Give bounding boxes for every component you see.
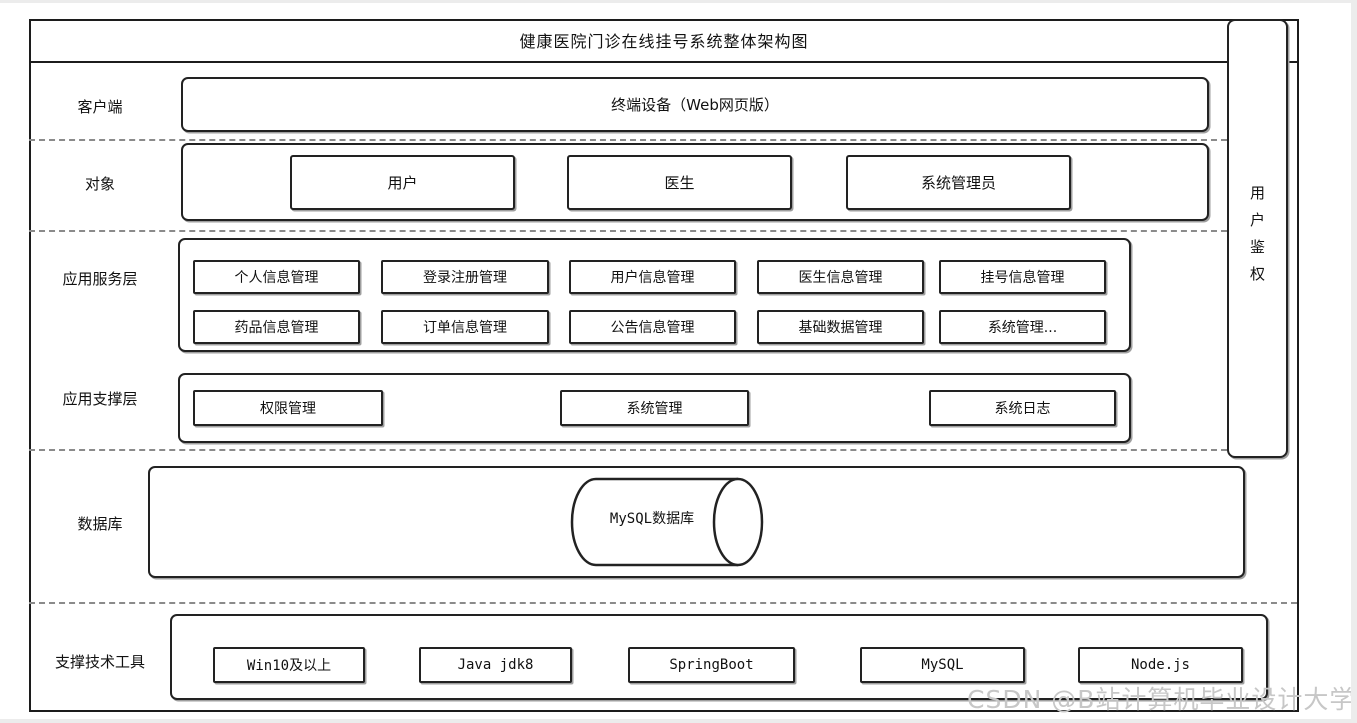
row-label-tools: 支撑技术工具 [54,653,145,671]
service-box: 系统管理... [939,310,1106,344]
service-box: 个人信息管理 [193,260,360,294]
diagram-frame [29,19,1299,712]
divider-client-object [29,139,1227,141]
divider-database-tools [29,602,1297,604]
service-box: 基础数据管理 [757,310,924,344]
object-box-user: 用户 [290,155,515,210]
divider-object-services [29,230,1227,232]
watermark-text: CSDN @B站计算机毕业设计大学 [967,685,1356,714]
service-box: 登录注册管理 [381,260,549,294]
support-box-log: 系统日志 [929,390,1116,426]
database-cylinder-label: MySQL数据库 [609,511,695,527]
tool-box-win10: Win10及以上 [213,647,365,683]
service-box: 公告信息管理 [569,310,736,344]
object-box-doctor: 医生 [567,155,792,210]
support-box-permission: 权限管理 [193,390,383,426]
service-box: 医生信息管理 [757,260,924,294]
service-box: 药品信息管理 [193,310,360,344]
edge-strip-top [0,0,1357,3]
diagram-title: 健康医院门诊在线挂号系统整体架构图 [29,19,1299,63]
object-box-admin: 系统管理员 [846,155,1071,210]
user-auth-strip: 用户鉴权 [1227,19,1288,458]
row-label-support: 应用支撑层 [62,390,138,408]
row-label-database: 数据库 [77,515,123,533]
tool-box-java: Java jdk8 [419,647,572,683]
row-label-client: 客户端 [77,98,123,116]
edge-strip-right [1351,0,1357,723]
tool-box-mysql: MySQL [860,647,1025,683]
service-box: 用户信息管理 [569,260,736,294]
row-label-objects: 对象 [84,175,115,193]
service-box: 挂号信息管理 [939,260,1106,294]
row-label-services: 应用服务层 [62,270,138,288]
service-box: 订单信息管理 [381,310,549,344]
database-cylinder-icon [566,475,766,575]
edge-strip-bottom [0,719,1357,723]
tool-box-nodejs: Node.js [1078,647,1243,683]
divider-support-database [29,449,1227,451]
terminal-device-box: 终端设备（Web网页版） [181,77,1209,132]
support-box-system: 系统管理 [560,390,749,426]
user-auth-label: 用户鉴权 [1248,184,1266,293]
tool-box-springboot: SpringBoot [628,647,795,683]
